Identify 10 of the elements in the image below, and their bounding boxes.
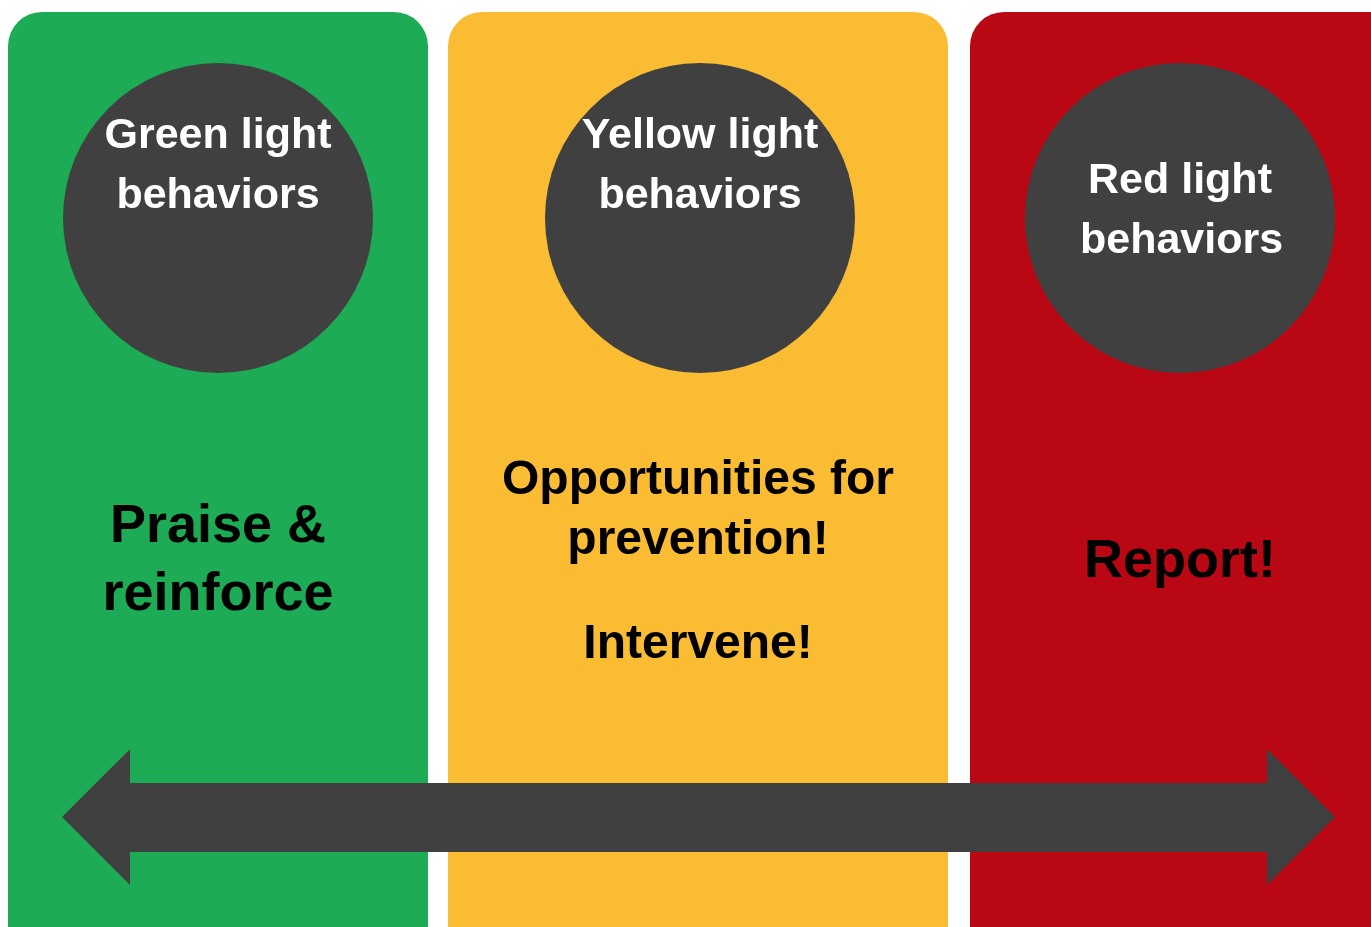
panel-text: Report! (1083, 527, 1277, 590)
circle-label: Red light behaviors (1080, 152, 1280, 264)
panel-text: Intervene! (582, 614, 814, 670)
circle-label: Yellow light behaviors (580, 107, 820, 219)
circle-label: Green light behaviors (103, 107, 333, 219)
color-panel (448, 12, 948, 927)
color-panel (970, 12, 1371, 927)
panel-text: Opportunities for prevention! (501, 450, 895, 566)
panel-text: Praise & reinforce (101, 492, 335, 623)
color-panel (8, 12, 428, 927)
